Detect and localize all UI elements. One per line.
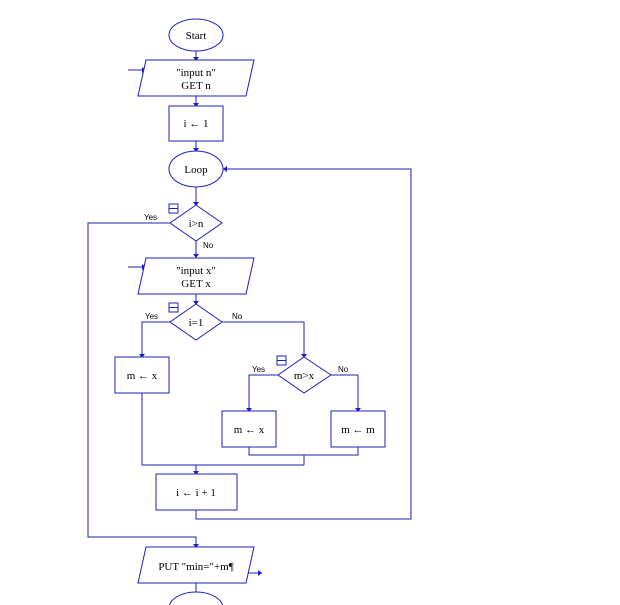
collapse-icon[interactable] <box>276 355 287 366</box>
arrowhead <box>193 471 199 475</box>
connectors <box>87 51 412 592</box>
increment-i-label: i ← i + 1 <box>176 487 216 499</box>
start-label: Start <box>186 30 207 42</box>
start-node[interactable]: Start <box>168 18 224 52</box>
input-n-node[interactable]: "input n" GET n <box>137 59 255 97</box>
cond-i-gt-n-label: i>n <box>189 218 204 230</box>
arrowheads <box>139 57 361 576</box>
arrowhead <box>258 570 262 576</box>
edge-i1-no <box>222 321 305 357</box>
arrowhead <box>193 148 199 152</box>
input-x-node[interactable]: "input x" GET x <box>137 257 255 295</box>
cond-i-eq-1-label: i=1 <box>189 317 204 329</box>
edge-i1-yes <box>141 321 170 357</box>
increment-i-node[interactable]: i ← i + 1 <box>155 473 238 511</box>
cond-m-gt-x-label: m>x <box>294 370 315 382</box>
edge-left-merge <box>141 393 304 466</box>
cond-m-gt-x-node[interactable]: m>x <box>277 356 332 394</box>
yes-label: Yes <box>144 213 157 222</box>
edge-mx-yes <box>248 374 278 411</box>
assign-m-x-left-label: m ← x <box>127 370 158 382</box>
arrowhead <box>193 202 199 206</box>
assign-m-x-left-node[interactable]: m ← x <box>114 356 170 394</box>
edge-cond-yes-exit <box>87 222 197 547</box>
edge-mx-merge <box>248 447 359 456</box>
output-label: PUT "min="+m¶ <box>158 561 233 573</box>
arrowhead <box>193 544 199 548</box>
edge-mx-no <box>331 374 359 411</box>
collapse-icon[interactable] <box>168 302 179 313</box>
assign-m-m-node[interactable]: m ← m <box>330 410 386 448</box>
collapse-icon[interactable] <box>168 203 179 214</box>
output-node[interactable]: PUT "min="+m¶ <box>137 546 255 584</box>
yes-label: Yes <box>252 365 265 374</box>
arrowhead <box>139 354 145 358</box>
edge-loop-back <box>195 168 412 520</box>
yes-label: Yes <box>145 312 158 321</box>
input-x-line2: GET x <box>181 278 211 290</box>
cond-i-eq-1-node[interactable]: i=1 <box>169 303 223 341</box>
no-label: No <box>338 365 349 374</box>
arrowhead <box>301 354 307 358</box>
arrowhead <box>355 408 361 412</box>
arrowhead <box>193 254 199 258</box>
cond-i-gt-n-node[interactable]: i>n <box>169 204 223 242</box>
input-n-line2: GET n <box>181 80 211 92</box>
assign-m-x-mid-label: m ← x <box>234 424 265 436</box>
input-x-line1: "input x" <box>176 265 216 277</box>
end-node-partial[interactable] <box>168 591 224 605</box>
assign-m-x-mid-node[interactable]: m ← x <box>221 410 277 448</box>
assign-m-m-label: m ← m <box>341 424 375 436</box>
arrowhead <box>193 57 199 61</box>
loop-label: Loop <box>184 164 208 176</box>
arrowhead <box>193 103 199 107</box>
arrowhead <box>223 166 227 172</box>
assign-i-label: i ← 1 <box>183 118 208 130</box>
arrowhead <box>193 301 199 305</box>
loop-node[interactable]: Loop <box>168 150 224 188</box>
arrowhead <box>246 408 252 412</box>
no-label: No <box>232 312 243 321</box>
no-label: No <box>203 241 214 250</box>
input-n-line1: "input n" <box>176 67 216 79</box>
assign-i-node[interactable]: i ← 1 <box>168 105 224 142</box>
